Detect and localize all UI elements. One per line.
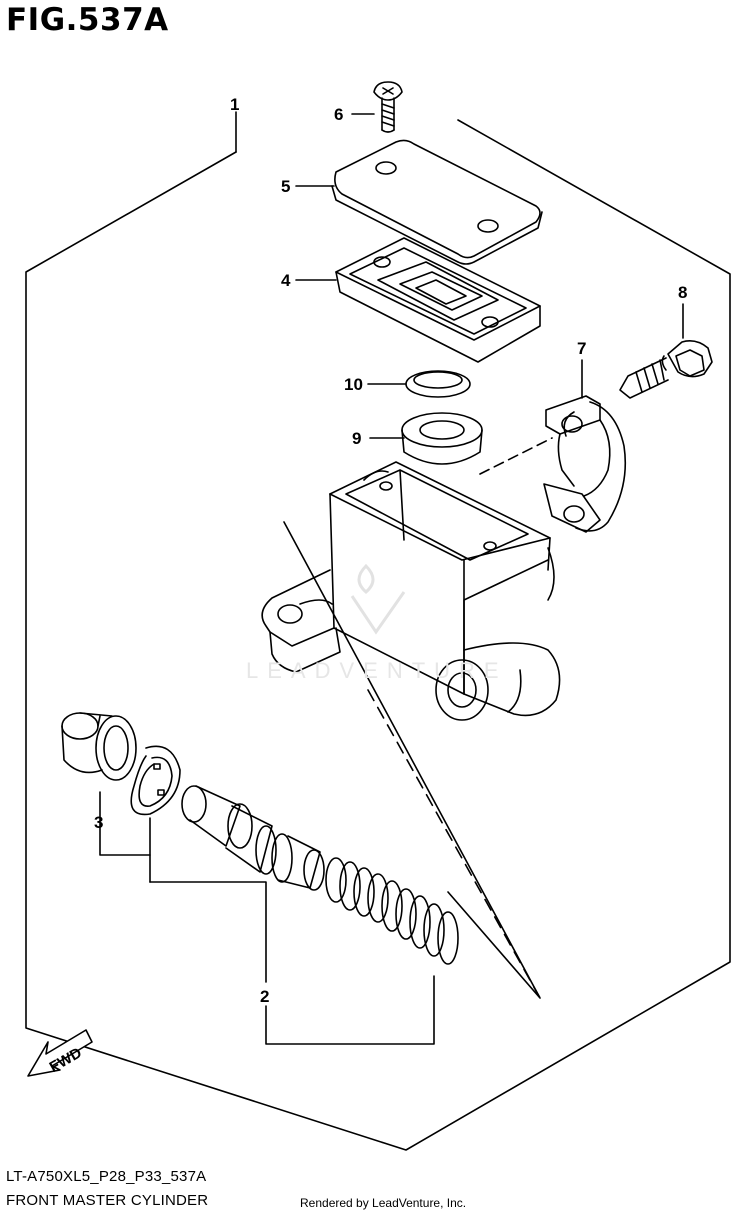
cylinder-body-part-1 [261, 461, 561, 721]
piston-part-2 [181, 785, 325, 891]
callout-1: 1 [230, 95, 239, 114]
figure-name: FRONT MASTER CYLINDER [6, 1192, 209, 1209]
watermark-logo: LEADVENTURE [246, 563, 508, 683]
leader-3 [99, 791, 151, 856]
boot-part-3 [61, 712, 137, 781]
leader-2b [265, 975, 435, 1045]
bore-axis-line [367, 689, 541, 999]
figure-code: LT-A750XL5_P28_P33_537A [6, 1168, 207, 1185]
callout-3: 3 [94, 813, 103, 832]
bolt-part-8 [619, 340, 713, 399]
watermark-text: LEADVENTURE [246, 658, 508, 683]
screw-part-6 [373, 81, 403, 133]
clamp-part-7 [543, 395, 627, 533]
circlip-part-3 [130, 745, 181, 816]
callout-5: 5 [281, 177, 290, 196]
callout-9: 9 [352, 429, 361, 448]
fwd-arrow-icon [27, 1029, 93, 1077]
callout-4: 4 [281, 271, 291, 290]
callout-7: 7 [577, 339, 586, 358]
leader-2a [149, 881, 267, 983]
assembly-outline [25, 119, 731, 1151]
rendered-by: Rendered by LeadVenture, Inc. [300, 1196, 467, 1210]
seal-part-9 [401, 412, 483, 465]
spring-part-2 [325, 857, 459, 965]
figure-title: FIG.537A [6, 2, 169, 38]
callout-10: 10 [344, 375, 363, 394]
plate-part-4 [335, 237, 541, 363]
clamp-axis-line [479, 437, 553, 475]
ring-part-10 [405, 370, 471, 398]
cap-part-5 [331, 139, 543, 265]
callout-6: 6 [334, 105, 343, 124]
callout-8: 8 [678, 283, 687, 302]
callout-2: 2 [260, 987, 269, 1006]
piston-guide-line [283, 521, 541, 999]
